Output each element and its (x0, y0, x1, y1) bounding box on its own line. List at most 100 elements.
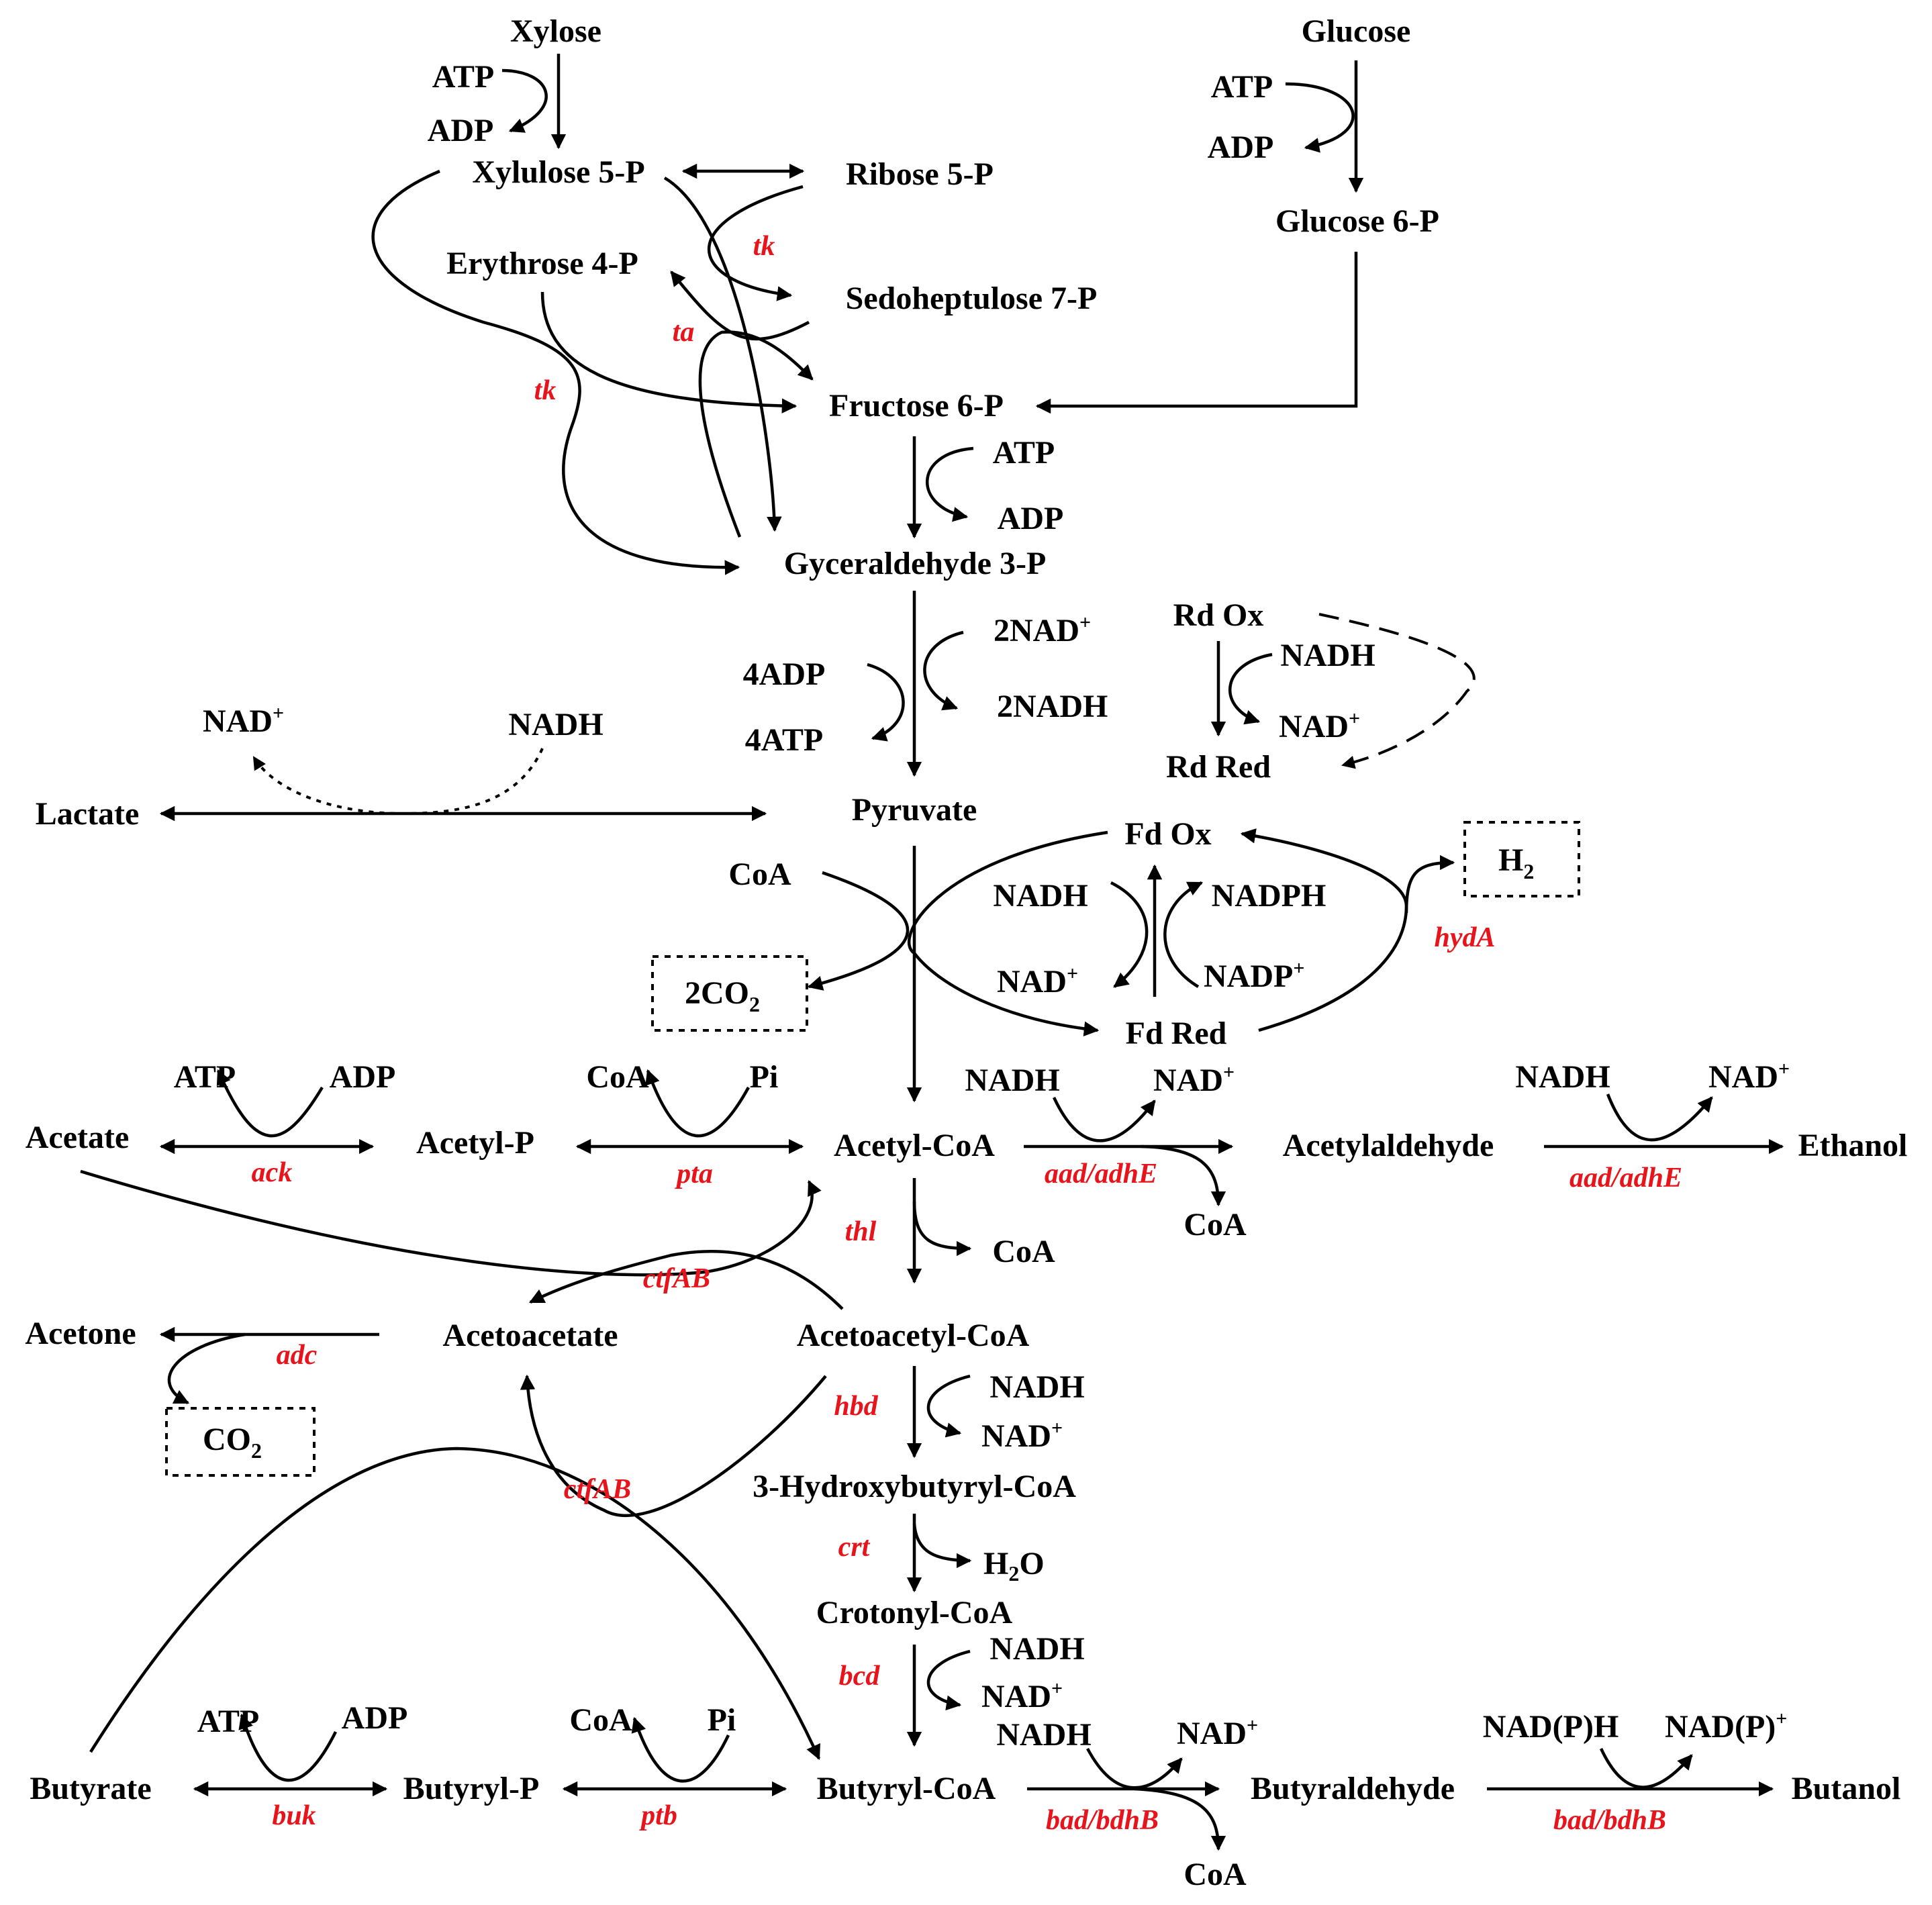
arrow-nadph-to-nadp-bdh (1599, 1748, 1693, 1789)
arrow-butyryl-coa-to-acetoacetate-ctfab (520, 1374, 827, 1518)
arrow-atp-to-adp-glucose (1285, 82, 1355, 153)
label-nad-hbd: NAD+ (981, 1417, 1063, 1454)
arrow-nadp-to-nadph-fd (1163, 881, 1204, 988)
label-atp-ack: ATP (174, 1059, 236, 1095)
label-ethanol: Ethanol (1798, 1128, 1908, 1163)
dashed-arrow-rd-cycle (1318, 613, 1476, 769)
label-nadh-bcd: NADH (989, 1631, 1084, 1667)
label-4adp: 4ADP (743, 656, 826, 692)
label-nadh-aad2: NADH (1515, 1059, 1610, 1095)
label-coa-bad: CoA (1184, 1857, 1247, 1892)
label-gyceraldehyde-3p: Gyceraldehyde 3-P (784, 546, 1047, 581)
arrow-glucose6p-to-fructose6p (1035, 252, 1358, 414)
label-adp-xylose: ADP (428, 113, 494, 148)
label-nadh-bad: NADH (996, 1717, 1091, 1753)
arrow-ribose-to-sedoheptulose-tk (707, 185, 804, 301)
arrow-erythrose-to-fructose-tk (540, 291, 798, 413)
label-sedoheptulose-7p: Sedoheptulose 7-P (846, 281, 1098, 316)
enzyme-thl: thl (845, 1216, 877, 1247)
enzyme-bad-1: bad/bdhB (1046, 1805, 1159, 1836)
label-rd-red: Rd Red (1166, 749, 1271, 785)
arrow-acetate-to-acetyl-coa (80, 1169, 822, 1277)
enzyme-aad-2: aad/adhE (1569, 1163, 1682, 1193)
arrow-nadh-to-nad-aad1 (1052, 1097, 1156, 1142)
label-acetyl-coa: Acetyl-CoA (834, 1128, 995, 1163)
label-nad-rd: NAD+ (1279, 707, 1360, 744)
label-acetoacetyl-coa: Acetoacetyl-CoA (797, 1318, 1030, 1353)
enzyme-bad-2: bad/bdhB (1553, 1805, 1666, 1836)
label-pi-pta: Pi (750, 1059, 779, 1095)
label-butyrate: Butyrate (30, 1771, 151, 1806)
label-butanol: Butanol (1792, 1771, 1901, 1806)
arrow-pi-to-coa-pta (645, 1069, 750, 1138)
label-butyraldehyde: Butyraldehyde (1251, 1771, 1455, 1806)
arrow-to-coa-aad (1141, 1144, 1226, 1207)
label-nadp-fd: NADP+ (1204, 957, 1304, 994)
label-atp-glucose: ATP (1211, 69, 1273, 105)
enzyme-labels: tk tk ta hydA ack pta aad/adhE aad/adhE … (252, 231, 1682, 1836)
label-acetate: Acetate (26, 1120, 130, 1155)
label-erythrose-4p: Erythrose 4-P (446, 246, 638, 281)
arrow-nadh-to-nad-hbd (926, 1374, 971, 1438)
metabolite-labels: Xylose Glucose ATP ADP ATP ADP Xylulose … (25, 13, 1907, 1892)
label-acetyl-p: Acetyl-P (416, 1125, 534, 1161)
byproduct-boxes (165, 821, 1580, 1477)
label-coa-pta: CoA (586, 1059, 649, 1095)
label-nad-aad2: NAD+ (1708, 1058, 1790, 1095)
label-glucose-6p: Glucose 6-P (1275, 203, 1439, 239)
label-crotonyl-coa: Crotonyl-CoA (816, 1595, 1013, 1630)
label-coa-thl: CoA (992, 1234, 1055, 1269)
label-nadh-aad1: NADH (965, 1063, 1059, 1098)
enzyme-pta: pta (675, 1159, 713, 1189)
arrow-pi-to-coa-ptb (631, 1716, 730, 1783)
arrow-adp-to-atp (867, 663, 905, 742)
enzyme-ack: ack (252, 1157, 293, 1188)
label-h2: H2 (1498, 842, 1534, 883)
label-butyryl-coa: Butyryl-CoA (817, 1771, 996, 1806)
enzyme-hyda: hydA (1434, 922, 1495, 953)
label-nadph-fd: NADPH (1212, 878, 1326, 914)
dotted-arrow-nadh-to-nad-lactate (252, 748, 544, 816)
enzyme-ptb: ptb (639, 1800, 677, 1831)
arrow-to-coa-thl (912, 1201, 972, 1257)
label-adp-f6p: ADP (998, 501, 1064, 536)
arrow-to-h2 (1404, 854, 1455, 914)
arrow-adp-to-atp-buk (238, 1713, 338, 1782)
arrow-sedoheptulose-to-erythrose-ta (670, 271, 810, 341)
label-h2o: H2O (983, 1546, 1045, 1585)
enzyme-tk-1: tk (753, 231, 775, 262)
label-4atp: 4ATP (745, 722, 823, 758)
label-fd-red: Fd Red (1126, 1016, 1227, 1051)
label-nad-bcd: NAD+ (981, 1677, 1063, 1714)
arrow-coa-to-2co2 (807, 871, 910, 991)
arrow-g3p-to-fructose-ta (698, 330, 814, 538)
label-ribose-5p: Ribose 5-P (846, 156, 994, 192)
label-atp-f6p: ATP (993, 435, 1055, 471)
h2-box (1463, 821, 1580, 897)
enzyme-tk-2: tk (534, 375, 557, 406)
arrow-to-h2o-crt (912, 1523, 972, 1569)
label-nadph-bdh: NAD(P)H (1483, 1709, 1619, 1745)
label-lactate: Lactate (36, 796, 140, 832)
label-butyryl-p: Butyryl-P (403, 1771, 540, 1806)
label-nad-fd: NAD+ (997, 963, 1078, 999)
arrow-nadh-to-nad-rd (1228, 652, 1273, 725)
enzyme-hbd: hbd (834, 1391, 878, 1422)
label-adp-buk: ADP (342, 1700, 408, 1736)
label-atp-xylose: ATP (432, 59, 494, 95)
arrow-nadh-to-nad-fd (1110, 881, 1149, 988)
label-pyruvate: Pyruvate (852, 792, 977, 828)
arrow-nad-to-nadh (923, 630, 964, 711)
arrow-nadh-to-nad-aad2 (1606, 1093, 1713, 1142)
label-nadh-fd: NADH (993, 878, 1088, 914)
arrow-nadh-to-nad-bad (1086, 1747, 1183, 1790)
arrow-adp-to-atp-ack (216, 1069, 324, 1138)
label-nad-lactate: NAD+ (203, 702, 284, 739)
arrow-to-coa-bad (1134, 1787, 1226, 1851)
label-coa-pyruvate: CoA (728, 857, 791, 892)
co2-box (165, 1407, 316, 1477)
arrow-acetoacetyl-coa-to-acetoacetate-ctfab (528, 1250, 844, 1310)
label-nadh-rd: NADH (1280, 638, 1375, 673)
label-rd-ox: Rd Ox (1173, 597, 1264, 633)
